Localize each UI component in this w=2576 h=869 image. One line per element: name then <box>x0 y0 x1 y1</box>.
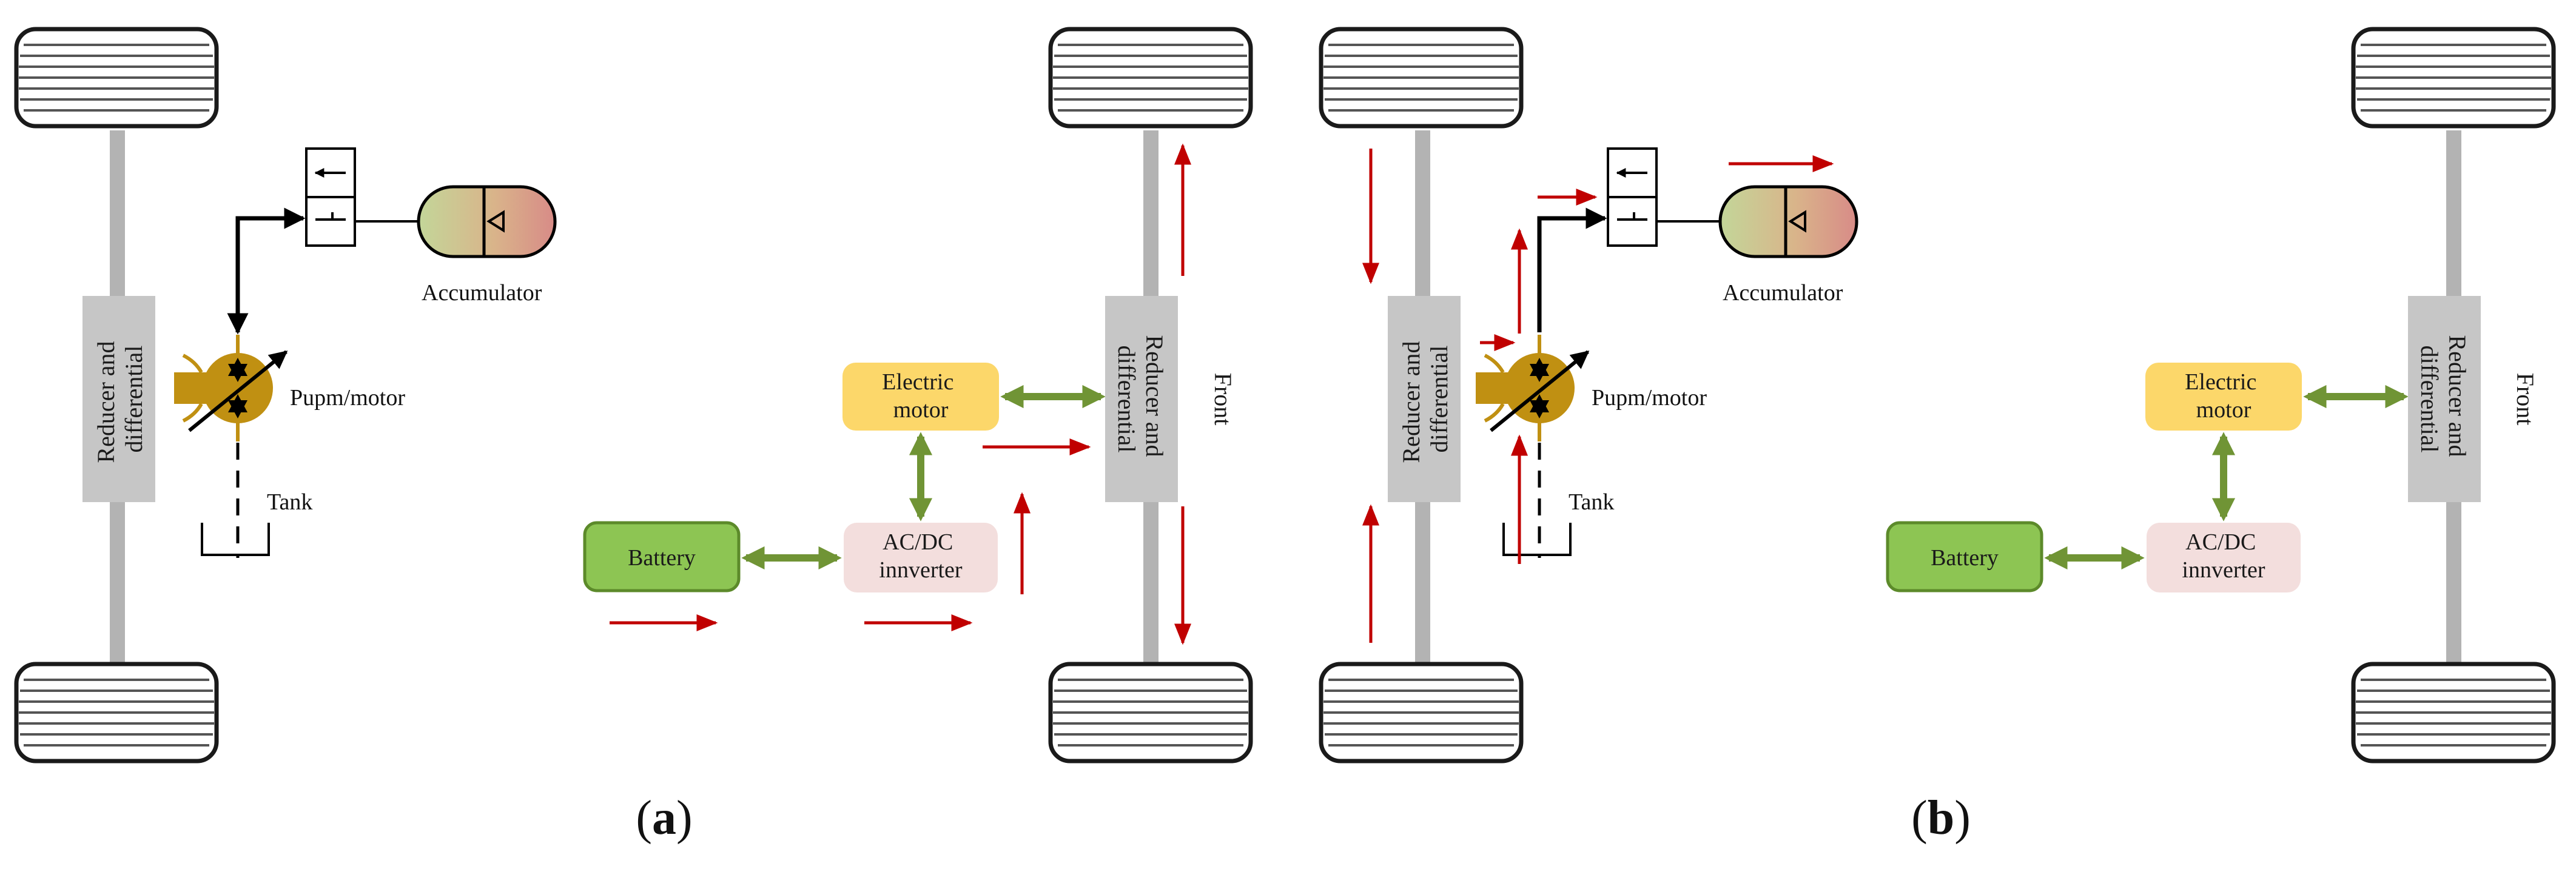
electric-motor-label: Electric motor <box>882 369 960 423</box>
panel-b: Reducer and differential Pupm/motor Accu… <box>1321 29 2554 845</box>
electric-system-a: Electric motor Battery AC/DC innverter <box>583 363 1106 592</box>
pump-motor-label: Pupm/motor <box>1592 385 1707 411</box>
tank-icon <box>1502 523 1572 556</box>
inverter-label: AC/DC innverter <box>2182 529 2265 583</box>
accumulator-icon <box>417 185 557 258</box>
front-axle-a: Reducer and differential Front <box>1051 29 1251 761</box>
inverter-box <box>2147 523 2301 592</box>
front-reducer-box <box>2408 296 2481 502</box>
battery-label: Battery <box>628 545 696 571</box>
energy-flow-arrows-b <box>1362 149 1834 643</box>
accumulator-label: Accumulator <box>422 280 542 306</box>
energy-flow-arrows-a <box>610 143 1191 645</box>
pump-valve-line <box>1537 207 1607 332</box>
rear-axle-a: Reducer and differential <box>16 29 217 761</box>
valve-icon <box>305 147 356 247</box>
pump-motor-label: Pupm/motor <box>290 385 405 411</box>
hydraulic-system-b: Pupm/motor Accumulator Tank <box>1476 147 1858 558</box>
tank-icon <box>201 523 270 556</box>
tank-label: Tank <box>267 489 312 515</box>
rear-reducer-label: Reducer and differential <box>92 335 147 463</box>
tank-label: Tank <box>1569 489 1614 515</box>
rear-reducer-label: Reducer and differential <box>1397 335 1453 463</box>
panel-caption-a: (a) <box>636 791 692 845</box>
front-reducer-label: Reducer and differential <box>1113 335 1168 463</box>
inverter-box <box>844 523 998 592</box>
accumulator-icon <box>1718 185 1858 258</box>
pump-motor-icon <box>1476 335 1588 441</box>
panel-caption-b: (b) <box>1911 791 1971 845</box>
valve-icon <box>1607 147 1658 247</box>
pump-motor-icon <box>174 335 286 441</box>
battery-box <box>1886 521 2043 592</box>
battery-box <box>583 521 741 592</box>
electric-system-b: Electric motor Battery AC/DC innverter <box>1886 363 2409 592</box>
electric-motor-box <box>2145 363 2302 431</box>
rear-reducer-box <box>82 296 155 502</box>
front-label: Front <box>1209 373 1237 426</box>
rear-reducer-box <box>1388 296 1461 502</box>
electric-motor-box <box>842 363 999 431</box>
front-wheel-bottom-b <box>2353 664 2554 761</box>
rear-wheel-top-b <box>1321 29 1521 126</box>
rear-wheel-bottom-a <box>16 664 217 761</box>
front-axle-b: Reducer and differential Front <box>2353 29 2554 761</box>
front-reducer-label: Reducer and differential <box>2416 335 2471 463</box>
battery-label: Battery <box>1931 545 1999 571</box>
pump-valve-line <box>227 207 306 335</box>
front-reducer-box <box>1105 296 1178 502</box>
panel-a: Reducer and differential Pupm/motor <box>16 29 1251 845</box>
electric-motor-label: Electric motor <box>2185 369 2262 423</box>
inverter-label: AC/DC innverter <box>879 529 963 583</box>
front-wheel-top-b <box>2353 29 2554 126</box>
rear-wheel-top-a <box>16 29 217 126</box>
accumulator-label: Accumulator <box>1723 280 1843 306</box>
rear-axle-b: Reducer and differential <box>1321 29 1521 761</box>
rear-wheel-bottom-b <box>1321 664 1521 761</box>
front-label: Front <box>2512 373 2539 426</box>
hydraulic-system-a: Pupm/motor Accumulator Tank <box>174 147 557 558</box>
front-wheel-bottom-a <box>1051 664 1251 761</box>
front-wheel-top-a <box>1051 29 1251 126</box>
